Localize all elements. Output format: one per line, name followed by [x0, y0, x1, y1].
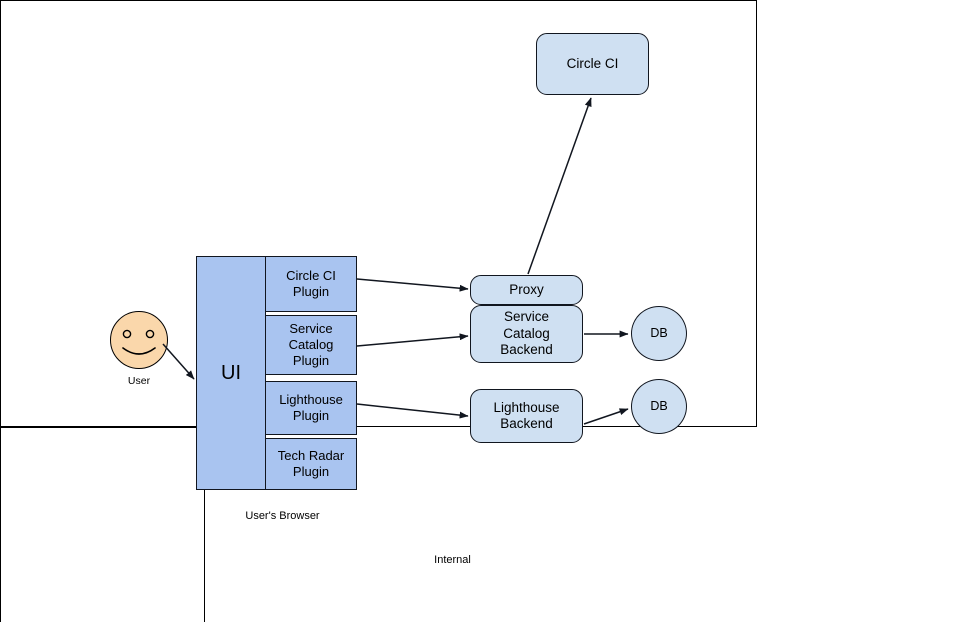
- browser-boundary-label: User's Browser: [245, 510, 320, 522]
- database-lighthouse[interactable]: DB: [631, 379, 687, 434]
- plugin-tech-radar[interactable]: Tech Radar Plugin: [265, 438, 357, 490]
- internal-boundary-label: Internal: [434, 554, 471, 566]
- service-catalog-backend[interactable]: Service Catalog Backend: [470, 305, 583, 363]
- plugin-service-catalog[interactable]: Service Catalog Plugin: [265, 315, 357, 375]
- external-circle-ci[interactable]: Circle CI: [536, 33, 649, 95]
- service-lighthouse-backend[interactable]: Lighthouse Backend: [470, 389, 583, 443]
- user-caption: User: [127, 375, 151, 387]
- browser-boundary: [0, 427, 205, 622]
- plugin-lighthouse[interactable]: Lighthouse Plugin: [265, 381, 357, 435]
- service-proxy[interactable]: Proxy: [470, 275, 583, 305]
- ui-box[interactable]: UI: [196, 256, 266, 490]
- user-avatar[interactable]: [110, 311, 168, 369]
- database-service-catalog[interactable]: DB: [631, 306, 687, 361]
- plugin-circle-ci[interactable]: Circle CI Plugin: [265, 256, 357, 312]
